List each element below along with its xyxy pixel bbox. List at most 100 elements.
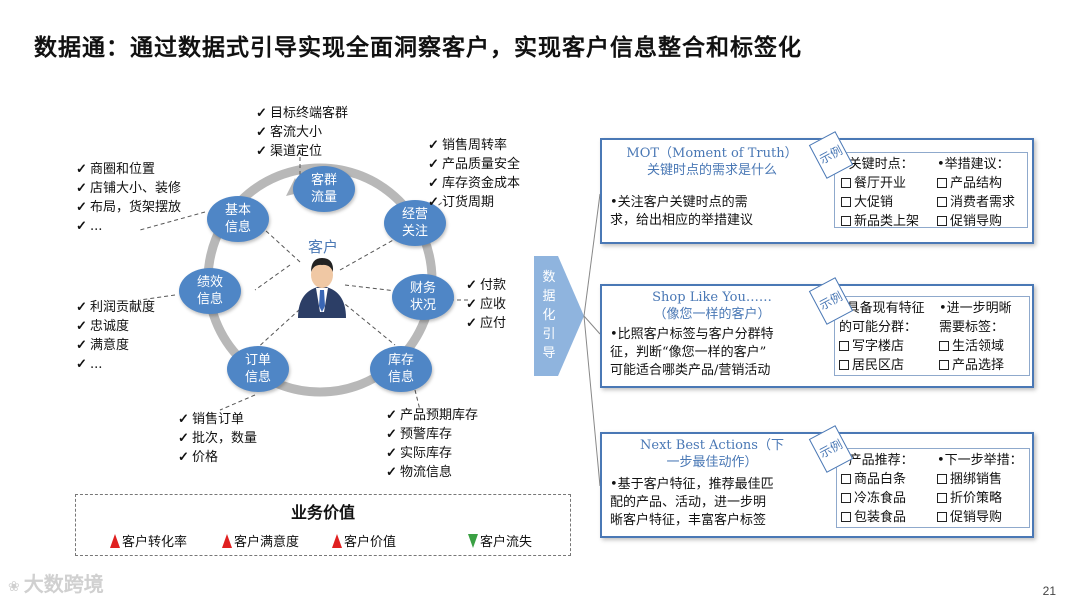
check-icon: ✓ <box>386 425 400 444</box>
check-icon: ✓ <box>386 463 400 482</box>
node-flow-line2: 流量 <box>293 189 355 206</box>
checkbox-icon <box>841 493 851 503</box>
checkbox-icon <box>839 360 849 370</box>
panel-shop-title: Shop Like You…… （像您一样的客户） <box>606 289 818 323</box>
check-item: ✓商圈和位置 <box>76 160 181 179</box>
check-icon: ✓ <box>428 174 442 193</box>
node-order[interactable]: 订单 信息 <box>227 346 289 392</box>
panel-shop-note: •具备现有特征•进一步明晰 的可能分群： 需要标签： 写字楼店生活领域 居民区店… <box>834 296 1030 376</box>
metric-value: 客户价值 <box>332 531 396 550</box>
panel-shop-desc: •比照客户标签与客户分群特 征，判断“像您一样的客户” 可能适合哪类产品/营销活… <box>610 326 826 380</box>
panel-connectors <box>584 194 600 486</box>
node-finance-line2: 状况 <box>392 297 454 314</box>
node-finance[interactable]: 财务 状况 <box>392 274 454 320</box>
check-icon: ✓ <box>386 444 400 463</box>
node-ops-line2: 关注 <box>384 223 446 240</box>
check-item: ✓应付 <box>466 314 506 333</box>
checklist-finance: ✓付款 ✓应收 ✓应付 <box>466 276 506 333</box>
check-item: ✓预警库存 <box>386 425 478 444</box>
business-value-box: 业务价值 客户转化率 客户满意度 客户价值 客户流失 <box>75 494 571 556</box>
node-order-line1: 订单 <box>227 352 289 369</box>
check-icon: ✓ <box>76 336 90 355</box>
metric-churn: 客户流失 <box>468 531 532 550</box>
checkbox-icon <box>939 341 949 351</box>
panel-mot-title: MOT（Moment of Truth） 关键时点的需求是什么 <box>606 145 818 179</box>
panel-nba-title: Next Best Actions（下 一步最佳动作） <box>606 437 818 471</box>
panel-mot-desc: •关注客户关键时点的需 求，给出相应的举措建议 <box>610 194 822 230</box>
checklist-stock: ✓产品预期库存 ✓预警库存 ✓实际库存 ✓物流信息 <box>386 406 478 482</box>
panel-mot-note: •关键时点：•举措建议： 餐厅开业产品结构 大促销消费者需求 新品类上架促销导购 <box>834 152 1028 228</box>
metric-satisfaction: 客户满意度 <box>222 531 299 550</box>
node-basic-line1: 基本 <box>207 202 269 219</box>
check-item: ✓忠诚度 <box>76 317 155 336</box>
checkbox-icon <box>937 474 947 484</box>
arrow-up-icon <box>332 534 342 548</box>
node-perf[interactable]: 绩效 信息 <box>179 268 241 314</box>
check-icon: ✓ <box>76 179 90 198</box>
check-icon: ✓ <box>386 406 400 425</box>
logo-icon: ❀ <box>8 579 20 595</box>
guide-arrow-label: 数据化引导 <box>539 268 559 363</box>
check-item: ✓批次，数量 <box>178 429 257 448</box>
check-item: ✓店铺大小、装修 <box>76 179 181 198</box>
checkbox-icon <box>841 197 851 207</box>
check-icon: ✓ <box>466 314 480 333</box>
checklist-basic: ✓商圈和位置 ✓店铺大小、装修 ✓布局，货架摆放 ✓... <box>76 160 181 236</box>
check-item: ✓产品预期库存 <box>386 406 478 425</box>
checkbox-icon <box>937 493 947 503</box>
page-number: 21 <box>1043 584 1056 598</box>
check-item: ✓目标终端客群 <box>256 104 348 123</box>
check-item: ✓... <box>76 355 155 374</box>
check-icon: ✓ <box>466 295 480 314</box>
customer-figure <box>298 258 346 318</box>
check-item: ✓应收 <box>466 295 506 314</box>
check-icon: ✓ <box>428 155 442 174</box>
check-icon: ✓ <box>466 276 480 295</box>
checkbox-icon <box>937 512 947 522</box>
checkbox-icon <box>841 474 851 484</box>
checklist-flow: ✓目标终端客群 ✓客流大小 ✓渠道定位 <box>256 104 348 161</box>
checkbox-icon <box>841 178 851 188</box>
checkbox-icon <box>937 178 947 188</box>
check-icon: ✓ <box>76 160 90 179</box>
check-item: ✓库存资金成本 <box>428 174 520 193</box>
check-item: ✓实际库存 <box>386 444 478 463</box>
check-item: ✓客流大小 <box>256 123 348 142</box>
checklist-ops: ✓销售周转率 ✓产品质量安全 ✓库存资金成本 ✓订货周期 <box>428 136 520 212</box>
checklist-perf: ✓利润贡献度 ✓忠诚度 ✓满意度 ✓... <box>76 298 155 374</box>
check-item: ✓价格 <box>178 448 257 467</box>
check-icon: ✓ <box>76 217 90 236</box>
node-finance-line1: 财务 <box>392 280 454 297</box>
check-icon: ✓ <box>76 317 90 336</box>
panel-nba-desc: •基于客户特征，推荐最佳匹 配的产品、活动，进一步明 晰客户特征，丰富客户标签 <box>610 476 826 530</box>
arrow-down-icon <box>468 534 478 548</box>
check-item: ✓利润贡献度 <box>76 298 155 317</box>
check-icon: ✓ <box>76 298 90 317</box>
check-icon: ✓ <box>256 104 270 123</box>
check-icon: ✓ <box>256 142 270 161</box>
node-perf-line1: 绩效 <box>179 274 241 291</box>
check-icon: ✓ <box>178 410 192 429</box>
checkbox-icon <box>939 360 949 370</box>
checkbox-icon <box>839 341 849 351</box>
panel-mot: MOT（Moment of Truth） 关键时点的需求是什么 •关注客户关键时… <box>600 138 1034 244</box>
node-stock[interactable]: 库存 信息 <box>370 346 432 392</box>
node-stock-line1: 库存 <box>370 352 432 369</box>
check-icon: ✓ <box>76 198 90 217</box>
arrow-up-icon <box>110 534 120 548</box>
check-item: ✓付款 <box>466 276 506 295</box>
node-basic-line2: 信息 <box>207 219 269 236</box>
node-flow[interactable]: 客群 流量 <box>293 166 355 212</box>
business-value-title: 业务价值 <box>76 499 570 523</box>
node-basic[interactable]: 基本 信息 <box>207 196 269 242</box>
metric-conversion: 客户转化率 <box>110 531 187 550</box>
check-icon: ✓ <box>178 448 192 467</box>
check-item: ✓物流信息 <box>386 463 478 482</box>
check-icon: ✓ <box>428 136 442 155</box>
check-item: ✓订货周期 <box>428 193 520 212</box>
node-order-line2: 信息 <box>227 369 289 386</box>
node-stock-line2: 信息 <box>370 369 432 386</box>
checkbox-icon <box>937 216 947 226</box>
check-item: ✓产品质量安全 <box>428 155 520 174</box>
arrow-up-icon <box>222 534 232 548</box>
